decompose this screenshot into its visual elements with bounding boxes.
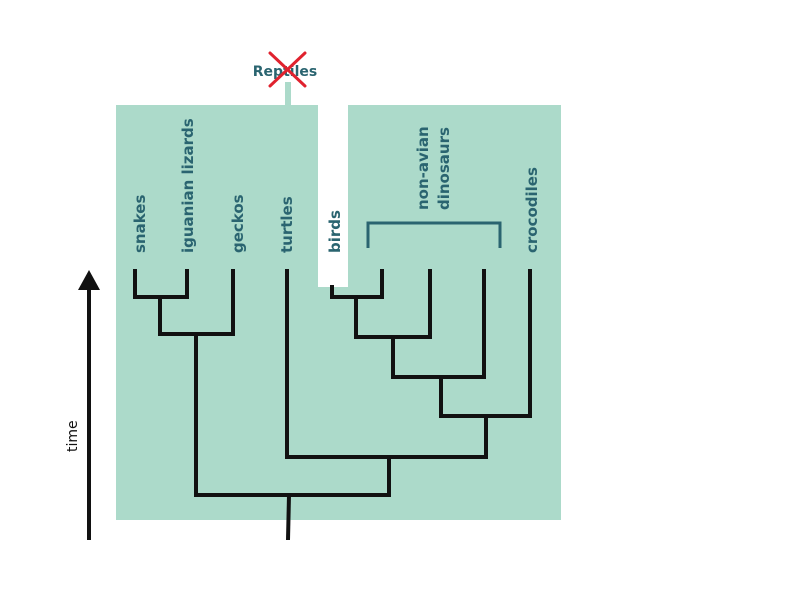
phylogenetic-tree bbox=[133, 269, 532, 541]
taxon-label-turtles: turtles bbox=[278, 196, 296, 253]
time-axis-label: time bbox=[65, 420, 81, 452]
taxon-label-geckos: geckos bbox=[229, 194, 247, 253]
taxon-label-non-avian: non-avian bbox=[414, 126, 432, 210]
title-connector bbox=[285, 82, 291, 106]
taxon-label-birds: birds bbox=[326, 210, 344, 253]
taxon-labels: snakes iguanian lizards geckos turtles b… bbox=[131, 118, 541, 253]
x-cross-icon bbox=[268, 51, 307, 88]
dinosaur-bracket bbox=[366, 221, 502, 248]
up-arrow-icon bbox=[78, 270, 100, 540]
branch-dino-2 bbox=[391, 269, 486, 379]
branch-turtles-archosaurs bbox=[285, 269, 488, 459]
taxon-label-crocodiles: crocodiles bbox=[523, 167, 541, 253]
taxon-label-iguanian-lizards: iguanian lizards bbox=[179, 118, 197, 253]
taxon-label-dinosaurs: dinosaurs bbox=[435, 127, 453, 210]
branch-squamate-stem bbox=[194, 334, 391, 497]
branch-root bbox=[286, 494, 291, 541]
taxon-label-snakes: snakes bbox=[131, 195, 149, 253]
